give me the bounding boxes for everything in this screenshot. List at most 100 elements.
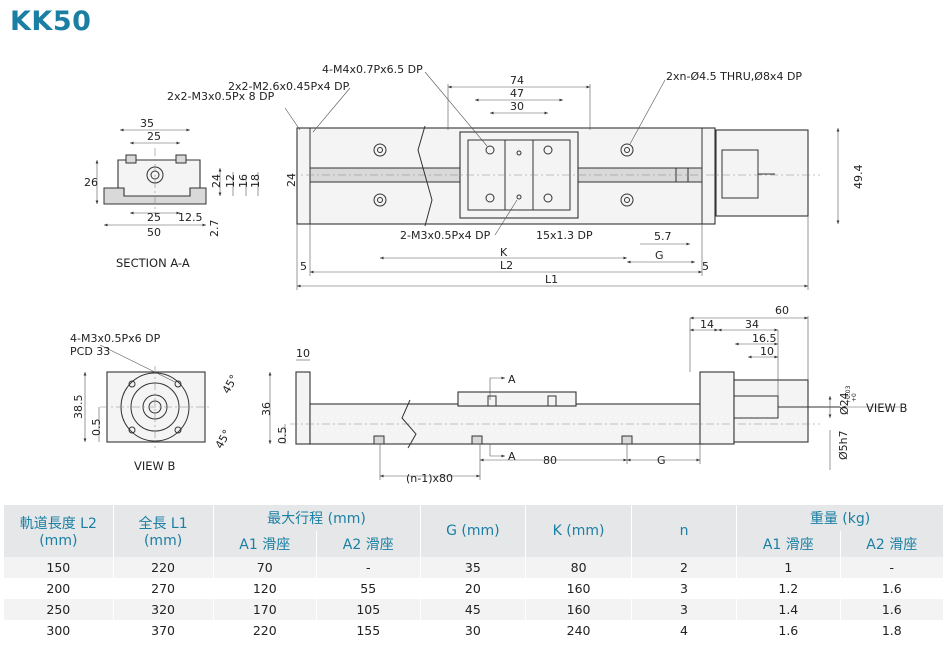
dim-12: 12	[224, 174, 237, 188]
callout-15x1-3: 15x1.3 DP	[536, 229, 593, 242]
cell-weight-a2: 1.6	[840, 599, 945, 620]
header-weight: 重量 (kg)	[736, 505, 944, 531]
cell-weight-a2: -	[840, 557, 945, 578]
cell-g: 20	[420, 578, 527, 599]
header-l1: 全長 L1 (mm)	[113, 505, 214, 557]
dim-24-top: 24	[285, 173, 298, 187]
cell-stroke-a2: 155	[316, 620, 421, 641]
cell-n: 3	[631, 578, 738, 599]
dim-g-top: G	[655, 249, 664, 262]
table-row: 250 320 170 105 45 160 3 1.4 1.6	[4, 599, 945, 620]
callout-pcd: PCD 33	[70, 345, 110, 358]
callout-m4: 4-M4x0.7Px6.5 DP	[322, 63, 423, 76]
dim-25-top: 25	[147, 130, 161, 143]
spec-table: 軌道長度 L2 (mm) 全長 L1 (mm) 最大行程 (mm) G (mm)…	[4, 505, 945, 641]
cell-weight-a1: 1.6	[736, 620, 841, 641]
cell-l2: 200	[4, 578, 114, 599]
cell-weight-a1: 1.2	[736, 578, 841, 599]
dim-24: 24	[210, 174, 223, 188]
side-view: 10 36 0.5 A A 80 G (n-1)x80 60 14 34 16.…	[260, 304, 908, 485]
cell-stroke-a1: 220	[213, 620, 317, 641]
cell-k: 80	[525, 557, 632, 578]
cell-l2: 250	[4, 599, 114, 620]
table-row: 300 370 220 155 30 240 4 1.6 1.8	[4, 620, 945, 641]
cell-l2: 150	[4, 557, 114, 578]
dim-25-bottom: 25	[147, 211, 161, 224]
dim-18: 18	[249, 174, 262, 188]
dim-5-right: 5	[702, 260, 709, 273]
cell-stroke-a2: 105	[316, 599, 421, 620]
dim-16-5: 16.5	[752, 332, 777, 345]
dim-0-5-left: 0.5	[90, 419, 103, 437]
technical-drawing: 35 25 26 24 12 16 18 2.7 25 12.5 50 SECT…	[70, 63, 908, 485]
dim-49-4: 49.4	[852, 165, 865, 190]
dim-d5h7: Ø5h7	[837, 430, 850, 460]
header-weight-a2: A2 滑座	[840, 531, 945, 557]
cell-g: 35	[420, 557, 527, 578]
header-stroke: 最大行程 (mm)	[213, 505, 421, 531]
cell-g: 30	[420, 620, 527, 641]
top-view: 2x2-M3x0.5Px 8 DP 2x2-M2.6x0.45Px4 DP 4-…	[167, 63, 865, 290]
dim-38-5: 38.5	[72, 395, 85, 420]
view-b-label: VIEW B	[134, 459, 176, 473]
header-stroke-a1: A1 滑座	[213, 531, 317, 557]
callout-m3: 2x2-M3x0.5Px 8 DP	[167, 90, 275, 103]
header-n: n	[631, 505, 738, 557]
header-weight-a1: A1 滑座	[736, 531, 841, 557]
cell-weight-a1: 1.4	[736, 599, 841, 620]
cell-weight-a1: 1	[736, 557, 841, 578]
view-b: 4-M3x0.5Px6 DP PCD 33 38.5 0.5 45° 45° V…	[70, 332, 241, 473]
callout-thru: 2xn-Ø4.5 THRU,Ø8x4 DP	[666, 70, 802, 83]
page-title: KK50	[10, 6, 92, 37]
tol-upper: +0.03	[845, 385, 852, 404]
dim-36: 36	[260, 402, 273, 416]
dim-n1x80: (n-1)x80	[406, 472, 453, 485]
cell-n: 2	[631, 557, 738, 578]
cell-weight-a2: 1.6	[840, 578, 945, 599]
cell-stroke-a2: 55	[316, 578, 421, 599]
dim-60: 60	[775, 304, 789, 317]
cell-l1: 220	[113, 557, 214, 578]
dim-0-5-side: 0.5	[276, 427, 289, 445]
header-stroke-a2: A2 滑座	[316, 531, 421, 557]
dim-d24h7: Ø24	[838, 392, 851, 415]
cell-l2: 300	[4, 620, 114, 641]
dim-5-left: 5	[300, 260, 307, 273]
section-a-a-view: 35 25 26 24 12 16 18 2.7 25 12.5 50 SECT…	[84, 117, 262, 270]
cell-stroke-a1: 170	[213, 599, 317, 620]
cell-g: 45	[420, 599, 527, 620]
dim-16: 16	[237, 174, 250, 188]
table-row: 150 220 70 - 35 80 2 1 -	[4, 557, 945, 578]
arrow-a-bottom: A	[508, 450, 516, 463]
table-row: 200 270 120 55 20 160 3 1.2 1.6	[4, 578, 945, 599]
dim-50: 50	[147, 226, 161, 239]
header-g: G (mm)	[420, 505, 527, 557]
cell-l1: 370	[113, 620, 214, 641]
dim-k: K	[500, 246, 508, 259]
dim-74: 74	[510, 74, 524, 87]
callout-m26: 2x2-M2.6x0.45Px4 DP	[228, 80, 350, 93]
header-l2: 軌道長度 L2 (mm)	[4, 505, 114, 557]
cell-stroke-a1: 120	[213, 578, 317, 599]
cell-stroke-a1: 70	[213, 557, 317, 578]
dim-45-upper: 45°	[220, 373, 241, 396]
dim-2-7: 2.7	[208, 220, 221, 238]
dim-10-motor: 10	[760, 345, 774, 358]
dim-26: 26	[84, 176, 98, 189]
cell-l1: 270	[113, 578, 214, 599]
cell-n: 3	[631, 599, 738, 620]
dim-l1: L1	[545, 273, 558, 286]
cell-n: 4	[631, 620, 738, 641]
dim-g-side: G	[657, 454, 666, 467]
callout-m3-bottom: 2-M3x0.5Px4 DP	[400, 229, 491, 242]
dim-47: 47	[510, 87, 524, 100]
dim-l2: L2	[500, 259, 513, 272]
cell-stroke-a2: -	[316, 557, 421, 578]
dim-10-side: 10	[296, 347, 310, 360]
section-label: SECTION A-A	[116, 256, 190, 270]
dim-45-lower: 45°	[213, 428, 234, 451]
cell-k: 160	[525, 578, 632, 599]
header-k: K (mm)	[525, 505, 632, 557]
dim-35: 35	[140, 117, 154, 130]
arrow-a-top: A	[508, 373, 516, 386]
